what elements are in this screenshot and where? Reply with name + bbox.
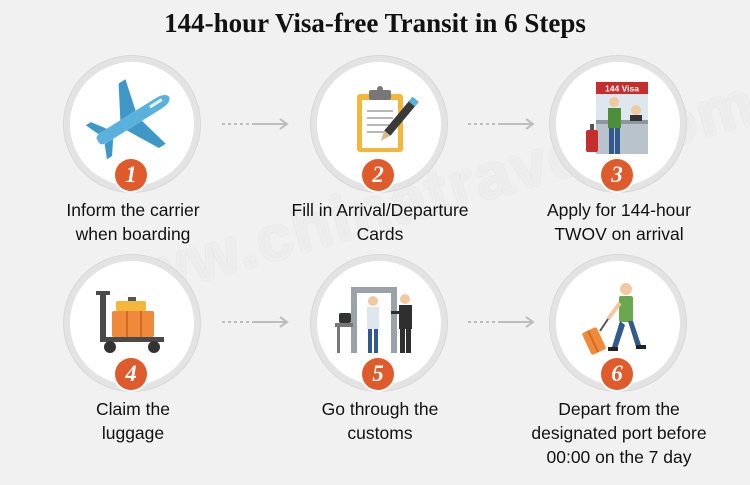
step-1-caption-line2: when boarding xyxy=(75,224,191,244)
security-check-icon xyxy=(335,287,412,353)
step-4-caption: Claim the luggage xyxy=(13,397,253,445)
step-4-number-badge: 4 xyxy=(115,358,147,390)
page-title: 144-hour Visa-free Transit in 6 Steps xyxy=(164,8,586,38)
step-6-caption-line2: designated port before xyxy=(531,423,707,443)
step-1-caption: Inform the carrier when boarding xyxy=(13,198,253,246)
step-1: 1 Inform the carrier when boarding xyxy=(43,62,233,282)
step-3: 144 Visa 3 Apply for 144-hour TWOV on ar… xyxy=(529,62,719,282)
step-5: 5 Go through the customs xyxy=(290,261,480,481)
step-6-caption-line1: Depart from the xyxy=(558,399,680,419)
step-2-caption-line1: Fill in Arrival/Departure xyxy=(291,200,469,220)
step-2-circle xyxy=(317,62,441,186)
step-1-number-badge: 1 xyxy=(115,159,147,191)
step-2-number-badge: 2 xyxy=(362,159,394,191)
step-3-caption-line2: TWOV on arrival xyxy=(554,224,684,244)
traveler-with-suitcase-icon xyxy=(582,283,646,355)
step-6: 6 Depart from the designated port before… xyxy=(529,261,719,481)
step-4: 4 Claim the luggage xyxy=(43,261,233,481)
visa-sign-text: 144 Visa xyxy=(605,84,639,94)
step-4-caption-line2: luggage xyxy=(101,423,165,443)
airplane-icon xyxy=(85,79,170,160)
step-4-caption-line1: Claim the xyxy=(96,399,170,419)
clipboard-pen-icon xyxy=(357,86,419,152)
step-3-number-badge: 3 xyxy=(601,159,633,191)
arrow-4-5 xyxy=(222,316,289,328)
step-2-caption-line2: Cards xyxy=(356,224,404,244)
arrow-1-2 xyxy=(222,118,289,130)
step-6-number-badge: 6 xyxy=(601,358,633,390)
luggage-cart-icon xyxy=(96,291,164,353)
step-6-caption: Depart from the designated port before 0… xyxy=(499,397,739,469)
step-5-caption-line1: Go through the xyxy=(321,399,439,419)
step-5-number-badge: 5 xyxy=(362,358,394,390)
arrow-2-3 xyxy=(468,118,535,130)
step-3-caption: Apply for 144-hour TWOV on arrival xyxy=(499,198,739,246)
step-5-caption-line2: customs xyxy=(347,423,413,443)
step-6-caption-line3: 00:00 on the 7 day xyxy=(546,447,692,467)
step-3-caption-line1: Apply for 144-hour xyxy=(547,200,691,220)
visa-counter-icon: 144 Visa xyxy=(586,82,648,154)
step-1-caption-line1: Inform the carrier xyxy=(66,200,200,220)
arrow-5-6 xyxy=(468,316,535,328)
step-5-caption: Go through the customs xyxy=(260,397,500,445)
step-2-caption: Fill in Arrival/Departure Cards xyxy=(260,198,500,246)
step-2: 2 Fill in Arrival/Departure Cards xyxy=(290,62,480,282)
